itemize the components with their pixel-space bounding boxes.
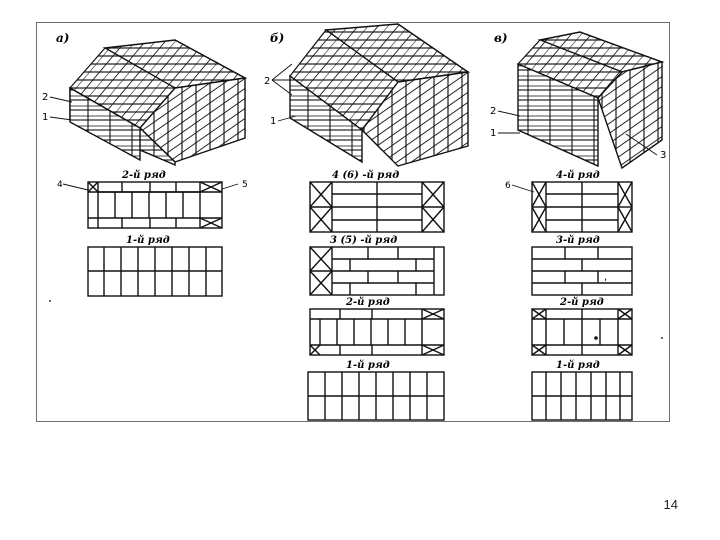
plan-b-row-1: [307, 371, 445, 421]
plan-a-row-1: [87, 246, 223, 297]
plan-b-row-3: [309, 246, 445, 296]
row-label-b-4: 4 (6) -й ряд: [332, 170, 399, 181]
row-label-a-2: 2-й ряд: [121, 170, 166, 181]
plan-c-row-1: [531, 371, 633, 421]
stack-c: [516, 31, 665, 170]
row-label-b-3: 3 (5) -й ряд: [330, 235, 397, 246]
plan-a-row-2: [87, 181, 223, 229]
row-label-c-3: 3-й ряд: [556, 235, 600, 246]
callout-a-2: 2: [42, 92, 48, 103]
figure-frame: [36, 22, 670, 422]
mark-c-6: 6: [505, 181, 511, 191]
row-label-c-1: 1-й ряд: [556, 360, 600, 371]
panel-c-letter: в): [494, 31, 508, 45]
panel-b: б) 2 1 4 (6) -й ряд 3 (5) -й ряд: [264, 23, 471, 421]
panel-a-letter: а): [56, 31, 69, 45]
plan-c-row-4: [531, 181, 633, 233]
callout-b-2: 2: [264, 76, 270, 87]
plan-b-row-2: [309, 308, 445, 356]
plan-c-row-3: [531, 246, 633, 296]
stack-a: [69, 39, 248, 167]
plan-c-row-2: [531, 308, 633, 356]
panel-c: в) 2 1 3 4-й ряд 6 3-й ря: [490, 31, 666, 421]
row-label-a-1: 1-й ряд: [126, 235, 170, 246]
callout-c-3: 3: [660, 150, 666, 161]
panel-a: а) 2 1 2-й ряд 4 5: [42, 31, 248, 297]
svg-text:,: ,: [604, 272, 607, 283]
row-label-b-2: 2-й ряд: [345, 297, 390, 308]
callout-b-1: 1: [270, 116, 276, 127]
callout-c-2: 2: [490, 106, 496, 117]
row-label-b-1: 1-й ряд: [346, 360, 390, 371]
mark-a-5: 5: [242, 180, 248, 190]
row-label-c-2: 2-й ряд: [559, 297, 604, 308]
mark-a-4: 4: [57, 180, 63, 190]
callout-a-1: 1: [42, 112, 48, 123]
panel-b-letter: б): [270, 31, 284, 45]
row-label-c-4: 4-й ряд: [556, 170, 600, 181]
callout-c-1: 1: [490, 128, 496, 139]
page-number: 14: [663, 497, 678, 512]
stack-b: [289, 23, 471, 167]
plan-b-row-4: [309, 181, 445, 233]
